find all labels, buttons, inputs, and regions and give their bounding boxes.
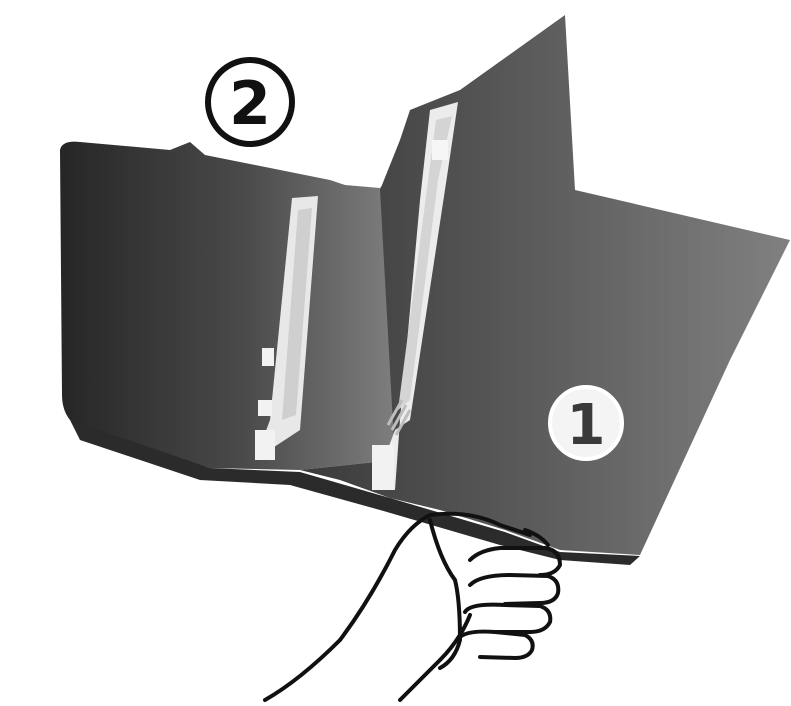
left-slot-tab-2 xyxy=(258,400,272,416)
step-1-marker: 1 xyxy=(550,387,622,459)
left-slot-tab-3 xyxy=(255,430,275,460)
step-2-marker: 2 xyxy=(208,60,292,144)
right-slot-tab-1 xyxy=(432,140,448,160)
step-2-number: 2 xyxy=(229,69,271,139)
left-slot-tab-1 xyxy=(262,348,274,366)
right-slot-tab-2 xyxy=(372,445,394,490)
step-1-number: 1 xyxy=(567,393,606,458)
device-back-panel xyxy=(60,142,395,470)
